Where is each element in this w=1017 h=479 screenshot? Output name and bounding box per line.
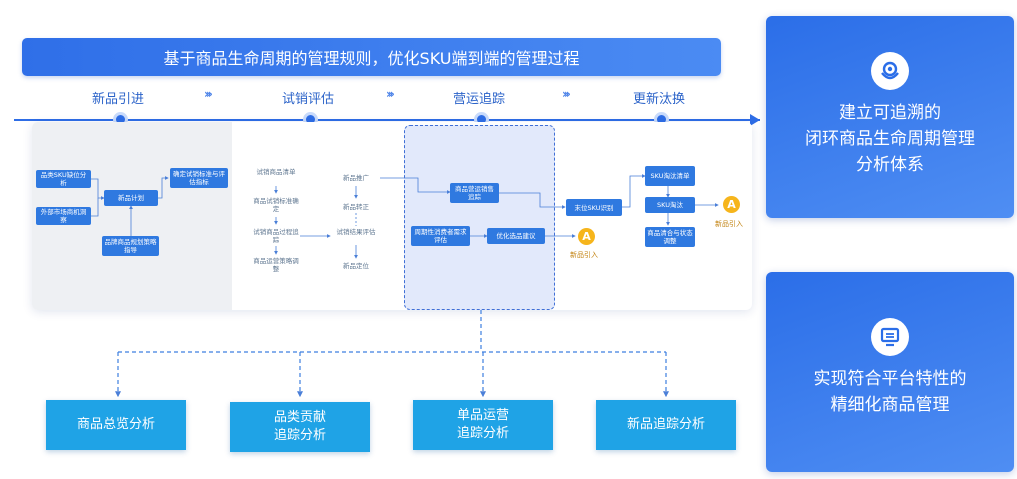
phase-label-update: 更新汰换 [633,92,686,107]
process-node: 新品计划 [104,190,158,206]
traceability-icon [871,52,909,90]
analysis-box-category: 品类贡献 追踪分析 [230,402,370,452]
monitor-icon [871,318,909,356]
phase-label-trial: 试销评估 [282,92,335,107]
timeline-dot [306,115,315,124]
chevron-right-icon: ››› [386,87,395,101]
new-product-badge-icon: A [723,196,740,213]
process-node: 品类SKU缺位分析 [36,170,91,188]
process-node: 商品试销标准确定 [253,197,299,213]
analysis-box-new-product: 新品追踪分析 [596,400,736,450]
timeline-line [14,119,760,121]
timeline-dot [657,115,666,124]
process-node: 优化选品建议 [487,228,545,244]
process-node: 试销结果评估 [336,228,376,236]
process-node: 新品定位 [343,262,369,270]
process-node: 外部市场商机洞察 [36,207,91,225]
goal-card-refined: 实现符合平台特性的 精细化商品管理 [766,272,1014,472]
chevron-right-icon: ››› [562,87,571,101]
process-node: SKU淘汰清单 [645,166,695,186]
analysis-box-overview: 商品总览分析 [46,400,186,450]
operation-highlight-section [404,125,555,310]
process-node: 新品转正 [343,203,369,211]
process-node: 试销商品清单 [256,168,296,176]
timeline-dot [116,115,125,124]
timeline-arrow-icon [750,114,760,126]
analysis-box-single-item: 单品运营 追踪分析 [413,400,553,450]
new-product-badge-icon: A [578,228,595,245]
phase-label-introduction: 新品引进 [92,92,145,107]
process-node: 品牌商品规划策略指导 [102,236,159,256]
badge-label: 新品引入 [715,220,743,228]
banner-title: 基于商品生命周期的管理规则，优化SKU端到端的管理过程 [163,49,580,68]
process-node: 商品清合与状态调整 [645,227,695,247]
process-node: 新品推广 [343,174,369,182]
goal-card-traceable: 建立可追溯的 闭环商品生命周期管理 分析体系 [766,16,1014,218]
timeline-dot [477,115,486,124]
process-node: 试销商品过程追踪 [253,228,299,244]
phase-label-operation: 营运追踪 [453,92,506,107]
process-node: SKU淘汰 [645,197,695,213]
page-title-banner: 基于商品生命周期的管理规则，优化SKU端到端的管理过程 [22,38,721,76]
process-node: 商品营运销售追踪 [450,183,499,203]
process-node: 确定试销标准与评估指标 [170,168,228,188]
badge-label: 新品引入 [570,251,598,259]
process-node: 末位SKU识别 [566,199,622,216]
chevron-right-icon: ››› [204,87,213,101]
process-node: 商品运营策略调整 [253,257,299,273]
process-node: 周期性消费者需求评估 [411,226,470,246]
